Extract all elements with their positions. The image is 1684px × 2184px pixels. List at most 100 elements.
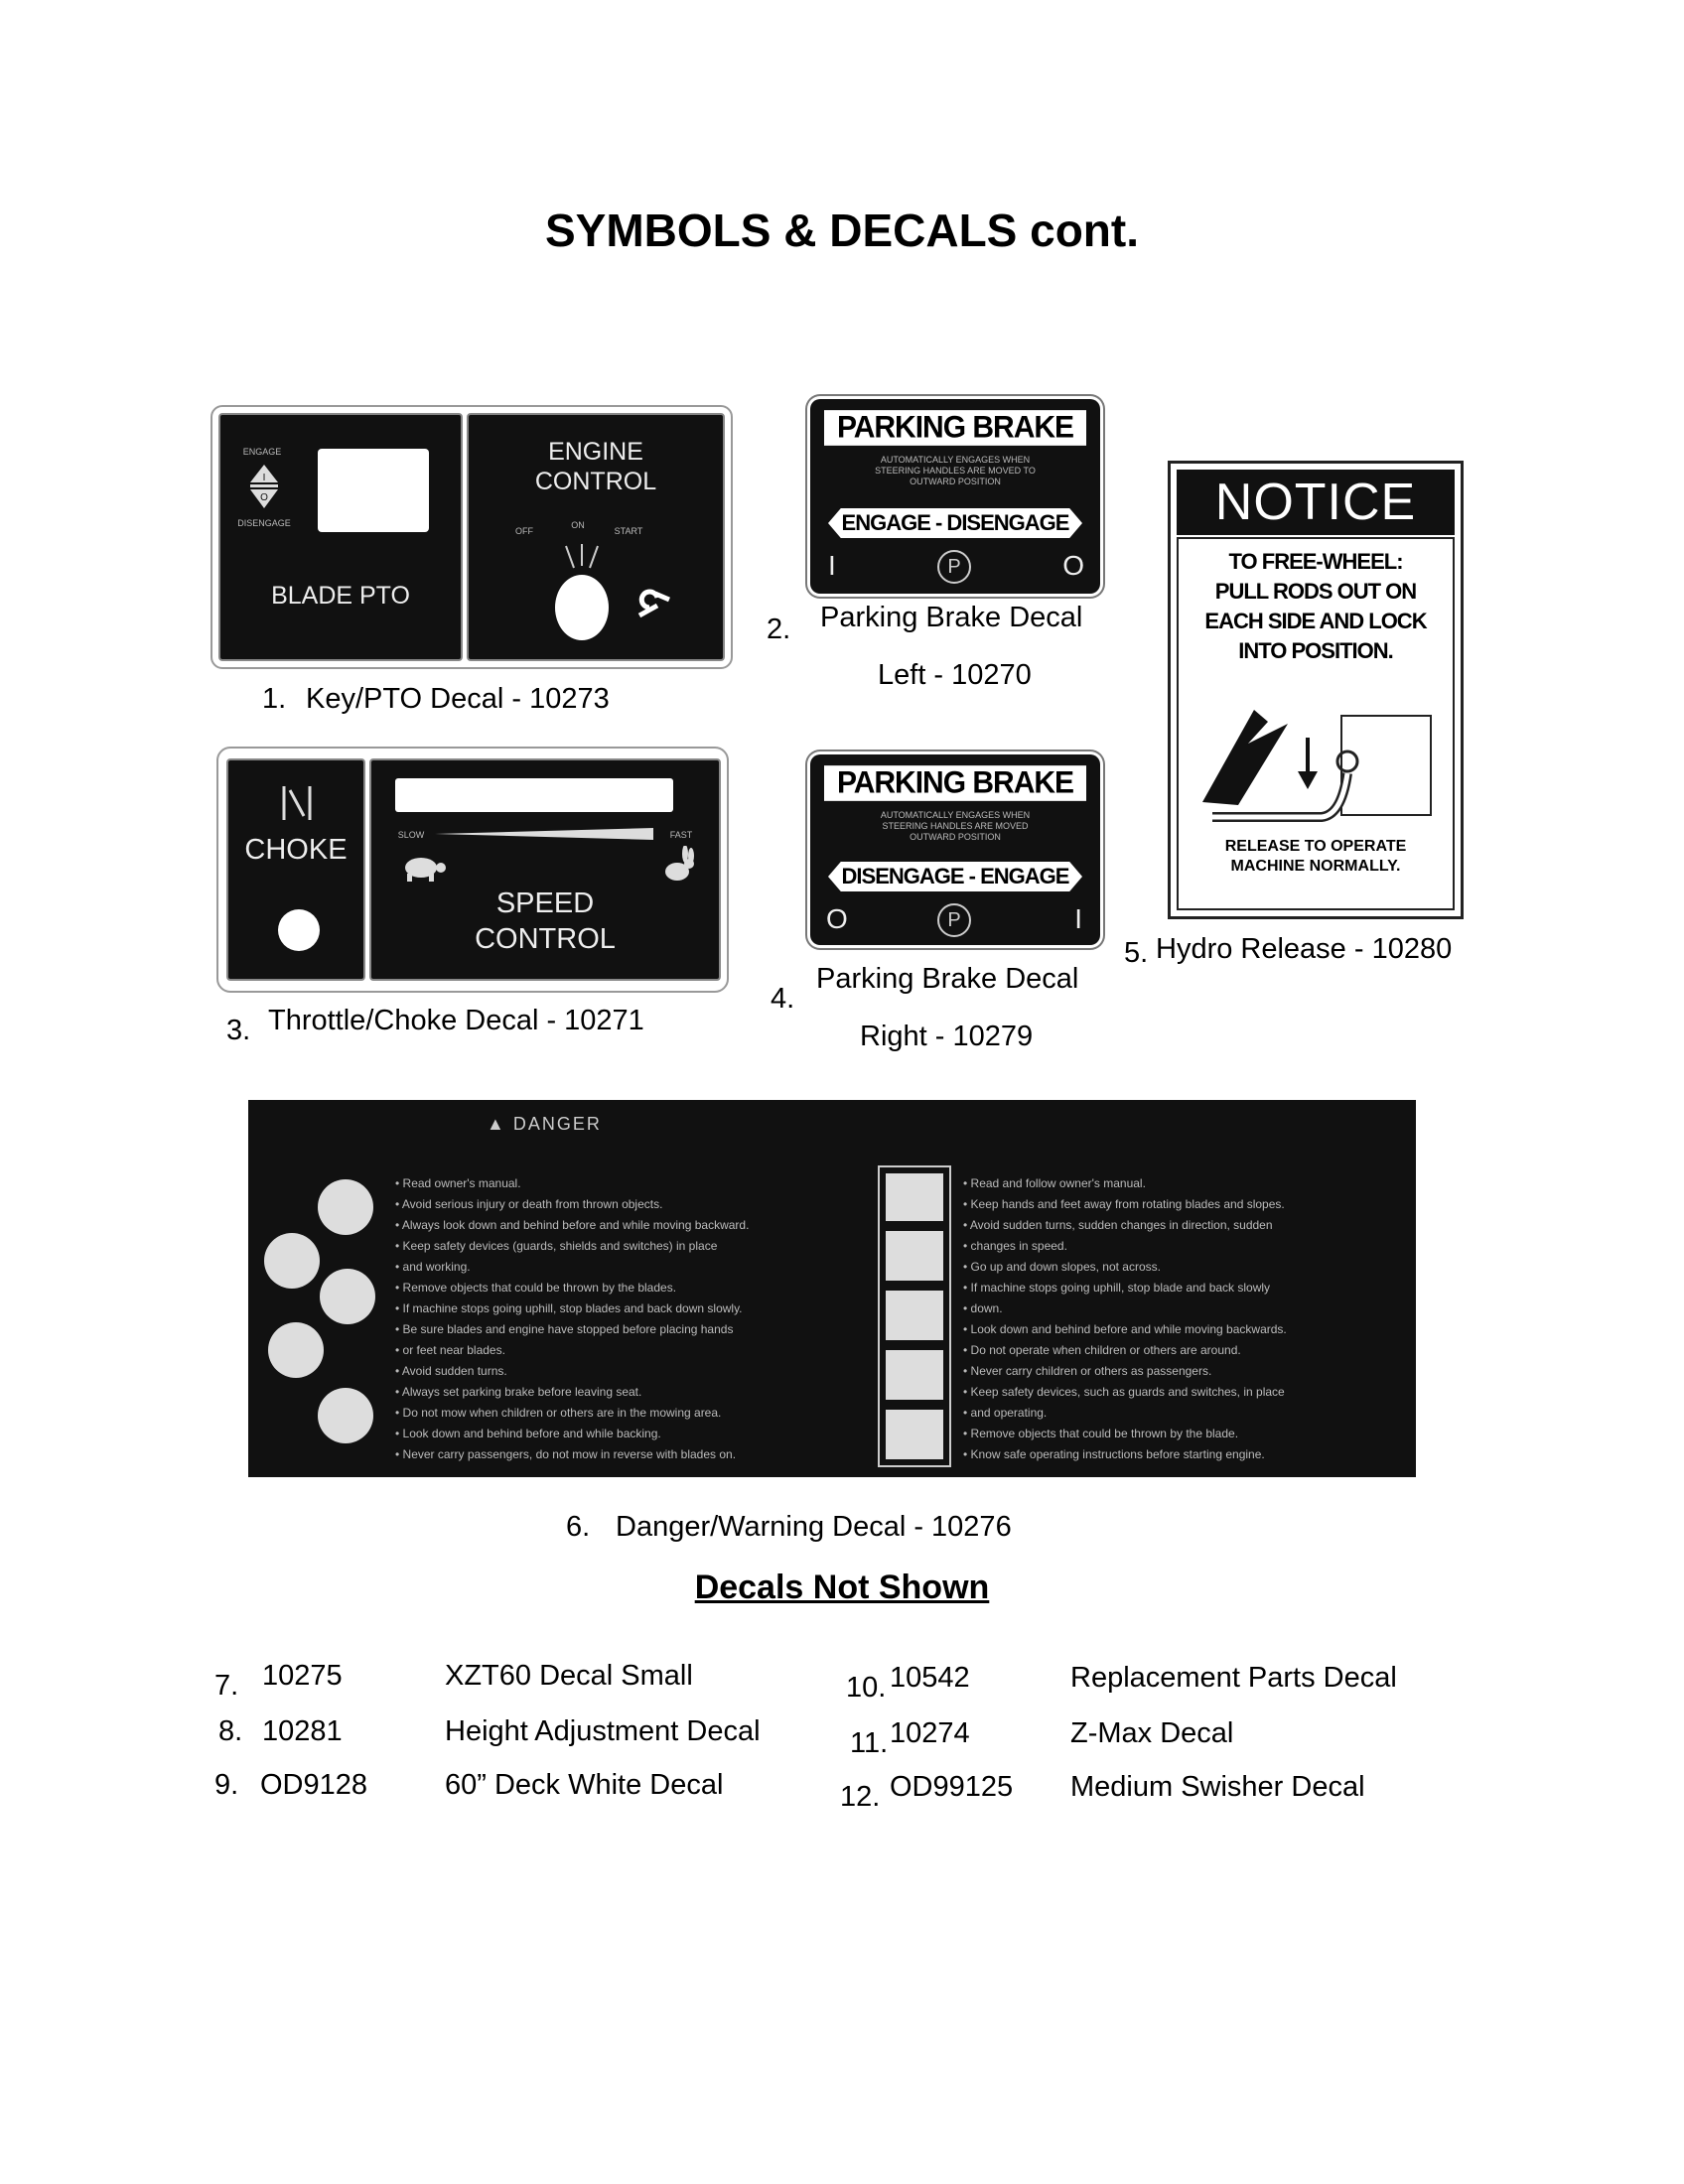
danger-bullet: • Read owner's manual. bbox=[395, 1176, 521, 1190]
danger-bullet: • Be sure blades and engine have stopped… bbox=[395, 1322, 734, 1336]
notice-footer-2: MACHINE NORMALLY. bbox=[1230, 858, 1401, 875]
manual-pictogram-icon bbox=[886, 1173, 943, 1221]
parking-brake-right-decal: PARKING BRAKE AUTOMATICALLY ENGAGES WHEN… bbox=[810, 754, 1100, 945]
decal-5-number: 5. bbox=[1124, 937, 1149, 969]
notice-header: NOTICE bbox=[1177, 470, 1455, 535]
engine-control-line2: CONTROL bbox=[534, 468, 657, 495]
danger-bullet: • Never carry passengers, do not mow in … bbox=[395, 1447, 737, 1461]
warning-bullet: • Keep safety devices, such as guards an… bbox=[963, 1385, 1285, 1399]
danger-bullet: • Look down and behind before and while … bbox=[395, 1427, 661, 1440]
warning-bullet: • Do not operate when children or others… bbox=[963, 1343, 1241, 1357]
off-label: OFF bbox=[515, 526, 533, 536]
engage-disengage-icon: I O bbox=[250, 465, 278, 508]
bystander-pictogram-icon bbox=[886, 1410, 943, 1459]
engage-label: ENGAGE bbox=[242, 447, 282, 457]
hazard-reverse-icon bbox=[268, 1322, 324, 1378]
hydro-release-decal: NOTICE TO FREE-WHEEL: PULL RODS OUT ON E… bbox=[1168, 461, 1464, 919]
wrench-icon bbox=[637, 589, 670, 618]
row-number: 7. bbox=[214, 1670, 239, 1702]
engine-control-line1: ENGINE bbox=[548, 438, 643, 466]
hazard-slope-icon bbox=[264, 1233, 320, 1289]
speed-control-title: SPEED CONTROL bbox=[371, 886, 719, 957]
decal-4-caption-2: Right - 10279 bbox=[860, 1021, 1034, 1052]
warning-bullet: • and operating. bbox=[963, 1406, 1048, 1420]
hazard-blade-icon bbox=[318, 1388, 373, 1443]
rollover-pictogram-icon bbox=[886, 1350, 943, 1400]
row-description: Replacement Parts Decal bbox=[1070, 1662, 1397, 1694]
notice-footer-1: RELEASE TO OPERATE bbox=[1224, 838, 1407, 855]
danger-bullet: • Always look down and behind before and… bbox=[395, 1218, 750, 1232]
decal-3-caption: Throttle/Choke Decal - 10271 bbox=[268, 1005, 644, 1036]
parking-brake-header: PARKING BRAKE bbox=[824, 765, 1086, 801]
notice-line-1: TO FREE-WHEEL: bbox=[1228, 549, 1403, 574]
row-description: Z-Max Decal bbox=[1070, 1717, 1234, 1749]
danger-warning-decal: ▲ DANGER • Read owner's manual. • Avoid … bbox=[248, 1100, 1416, 1477]
notice-line-4: INTO POSITION. bbox=[1238, 638, 1394, 663]
warning-bullet: • Keep hands and feet away from rotating… bbox=[963, 1197, 1285, 1211]
fast-label: FAST bbox=[669, 830, 693, 840]
decal-1-number: 1. bbox=[262, 683, 287, 715]
off-mark: O bbox=[1062, 550, 1084, 581]
row-description: Height Adjustment Decal bbox=[445, 1715, 761, 1747]
danger-bullet: • If machine stops going uphill, stop bl… bbox=[395, 1301, 743, 1315]
warning-bullet: • Avoid sudden turns, sudden changes in … bbox=[963, 1218, 1273, 1232]
svg-text:I: I bbox=[263, 473, 266, 483]
row-number: 11. bbox=[850, 1727, 889, 1759]
blade-pto-label: BLADE PTO bbox=[271, 582, 410, 610]
park-symbol-icon: P bbox=[937, 550, 971, 584]
decals-not-shown-heading: Decals Not Shown bbox=[694, 1569, 990, 1606]
pull-rod-illustration bbox=[1202, 710, 1432, 822]
svg-text:O: O bbox=[260, 492, 268, 503]
park-symbol-icon: P bbox=[937, 903, 971, 937]
warning-bullet: • changes in speed. bbox=[963, 1239, 1067, 1253]
hand-foot-pictogram-icon bbox=[886, 1231, 943, 1281]
danger-bullet: • Remove objects that could be thrown by… bbox=[395, 1281, 677, 1295]
danger-bullet: • Do not mow when children or others are… bbox=[395, 1406, 722, 1420]
row-part-number: OD99125 bbox=[890, 1771, 1014, 1803]
warning-pictogram-column bbox=[878, 1165, 951, 1467]
engage-disengage-arrow: ENGAGE - DISENGAGE bbox=[828, 508, 1082, 538]
choke-label: CHOKE bbox=[244, 834, 348, 866]
row-number: 12. bbox=[840, 1781, 881, 1813]
danger-header: ▲ DANGER bbox=[487, 1114, 602, 1134]
danger-bullet: • Always set parking brake before leavin… bbox=[395, 1385, 642, 1399]
warning-bullet: • Go up and down slopes, not across. bbox=[963, 1260, 1161, 1274]
danger-header-text: DANGER bbox=[512, 1114, 602, 1134]
slope-pictogram-icon bbox=[886, 1291, 943, 1340]
warning-bullet: • Look down and behind before and while … bbox=[963, 1322, 1287, 1336]
danger-bullet: • Avoid sudden turns. bbox=[395, 1364, 507, 1378]
off-mark: O bbox=[826, 903, 848, 934]
hazard-children-icon bbox=[320, 1269, 375, 1324]
disengage-engage-arrow: DISENGAGE - ENGAGE bbox=[828, 862, 1082, 891]
notice-body: TO FREE-WHEEL: PULL RODS OUT ON EACH SID… bbox=[1177, 537, 1455, 910]
danger-bullet: • Avoid serious injury or death from thr… bbox=[395, 1197, 663, 1211]
row-number: 8. bbox=[218, 1715, 243, 1747]
throttle-choke-decal: CHOKE SLOW FAST SPEED CONTROL bbox=[216, 747, 729, 993]
decal-2-caption-2: Left - 10270 bbox=[878, 659, 1032, 691]
parking-brake-left-decal: PARKING BRAKE AUTOMATICALLY ENGAGES WHEN… bbox=[810, 399, 1100, 594]
decal-4-number: 4. bbox=[771, 983, 795, 1015]
notice-line-3: EACH SIDE AND LOCK bbox=[1204, 609, 1427, 633]
blade-pto-panel: ENGAGE I O DISENGAGE BLADE PTO bbox=[218, 413, 463, 661]
control-label: CONTROL bbox=[475, 923, 616, 955]
decal-6-caption: Danger/Warning Decal - 10276 bbox=[616, 1511, 1012, 1543]
notice-footer: RELEASE TO OPERATE MACHINE NORMALLY. bbox=[1179, 837, 1453, 877]
turtle-icon bbox=[405, 858, 446, 882]
disengage-label: DISENGAGE bbox=[237, 518, 291, 528]
notice-line-2: PULL RODS OUT ON bbox=[1214, 579, 1417, 604]
key-pto-decal: ENGAGE I O DISENGAGE BLADE PTO ENGINE CO… bbox=[210, 405, 733, 669]
rabbit-icon bbox=[665, 846, 694, 881]
row-description: XZT60 Decal Small bbox=[445, 1660, 693, 1692]
ignition-key-icon bbox=[555, 544, 609, 640]
decal-1-caption: Key/PTO Decal - 10273 bbox=[306, 683, 610, 715]
decal-3-number: 3. bbox=[226, 1015, 251, 1046]
speed-control-panel: SLOW FAST SPEED CONTROL bbox=[369, 758, 721, 981]
row-part-number: 10275 bbox=[262, 1660, 343, 1692]
warning-bullet: • Read and follow owner's manual. bbox=[963, 1176, 1146, 1190]
danger-bullet: • Keep safety devices (guards, shields a… bbox=[395, 1239, 718, 1253]
parking-brake-header: PARKING BRAKE bbox=[824, 410, 1086, 446]
row-part-number: 10281 bbox=[262, 1715, 343, 1747]
decal-6-number: 6. bbox=[566, 1511, 591, 1543]
